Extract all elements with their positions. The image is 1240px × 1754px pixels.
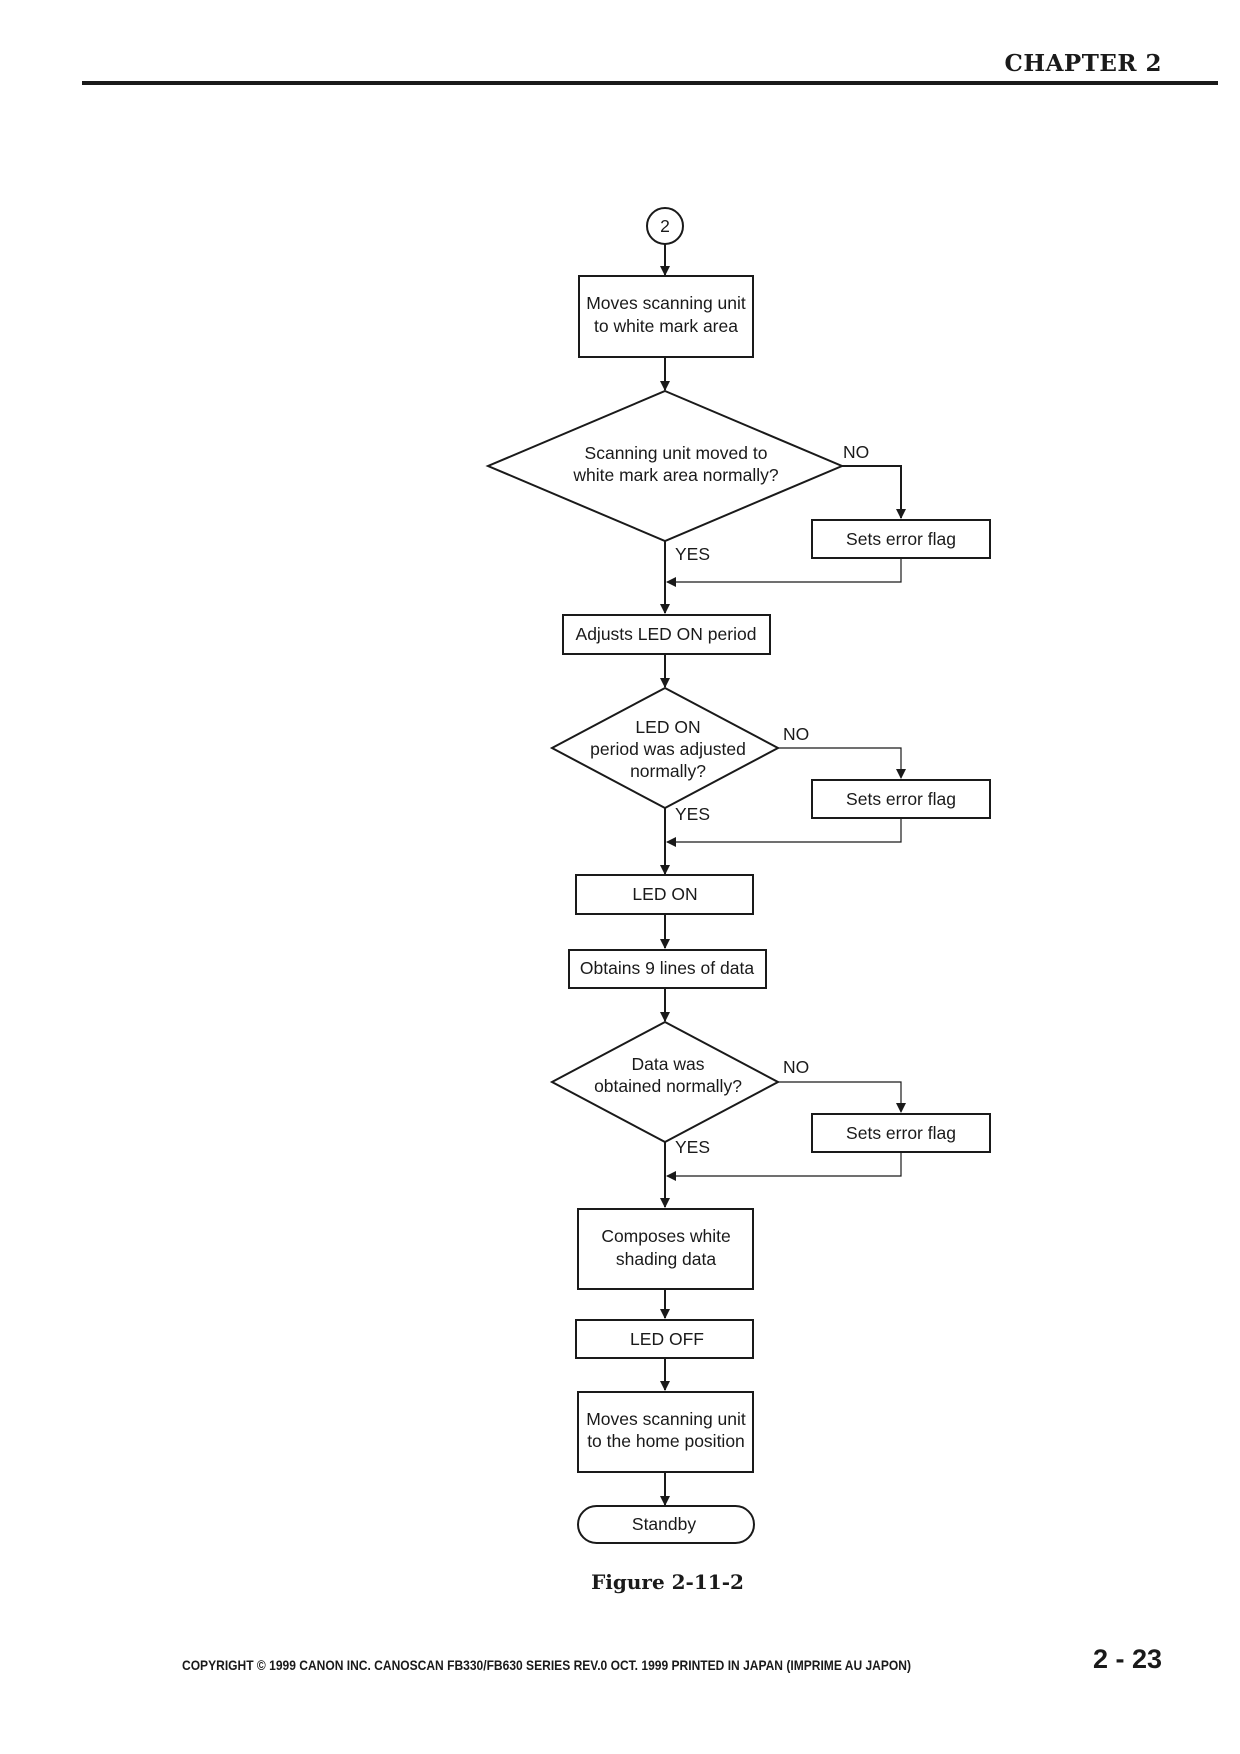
no-label-3: NO (783, 1057, 809, 1077)
step7-line1: Moves scanning unit (586, 1409, 746, 1429)
footer-copyright: COPYRIGHT © 1999 CANON INC. CANOSCAN FB3… (182, 1657, 911, 1673)
error1-label: Sets error flag (846, 529, 956, 549)
no-label-2: NO (783, 724, 809, 744)
edge-merge (666, 818, 902, 847)
error-box-1 (811, 519, 991, 559)
process-box-compose-shading (577, 1208, 754, 1290)
decision3-line2: obtained normally? (594, 1076, 742, 1096)
step1-line1: Moves scanning unit (586, 293, 746, 313)
yes-label-2: YES (675, 804, 710, 824)
step4-label: Obtains 9 lines of data (580, 958, 754, 978)
error-box-2 (811, 779, 991, 819)
step5-line1: Composes white (601, 1226, 730, 1246)
chapter-heading: CHAPTER 2 (1004, 50, 1162, 77)
decision2-line3: normally? (630, 761, 706, 781)
connector-label: 2 (660, 216, 670, 236)
process-box-obtain-data (568, 949, 767, 989)
edge-no (842, 465, 906, 519)
step6-label: LED OFF (630, 1329, 704, 1349)
error3-label: Sets error flag (846, 1123, 956, 1143)
edge-merge (666, 558, 902, 587)
process-box-adjust-led (562, 614, 771, 655)
page-number: 2 - 23 (1092, 1644, 1162, 1674)
terminal-standby (577, 1505, 755, 1544)
step1-line2: to white mark area (594, 316, 738, 336)
step7-line2: to the home position (587, 1431, 745, 1451)
decision1-line2: white mark area normally? (572, 465, 778, 485)
yes-label-3: YES (675, 1137, 710, 1157)
decision3-line1: Data was (632, 1054, 705, 1074)
step5-line2: shading data (616, 1249, 716, 1269)
yes-label-1: YES (675, 544, 710, 564)
process-box-move-to-white (578, 275, 754, 358)
decision2-line1: LED ON (635, 717, 700, 737)
step3-label: LED ON (632, 884, 697, 904)
edge-no (778, 747, 906, 779)
step2-label: Adjusts LED ON period (576, 624, 757, 644)
edge-no (778, 1081, 906, 1113)
process-box-move-home (577, 1391, 754, 1473)
process-box-led-on (575, 874, 754, 915)
terminal-label: Standby (632, 1514, 696, 1534)
no-label-1: NO (843, 442, 869, 462)
decision2-line2: period was adjusted (590, 739, 746, 759)
error2-label: Sets error flag (846, 789, 956, 809)
process-box-led-off (575, 1319, 754, 1359)
figure-caption: Figure 2-11-2 (591, 1570, 744, 1594)
edge-merge (666, 1152, 902, 1181)
header-rule (82, 81, 1218, 85)
decision1-line1: Scanning unit moved to (585, 443, 768, 463)
